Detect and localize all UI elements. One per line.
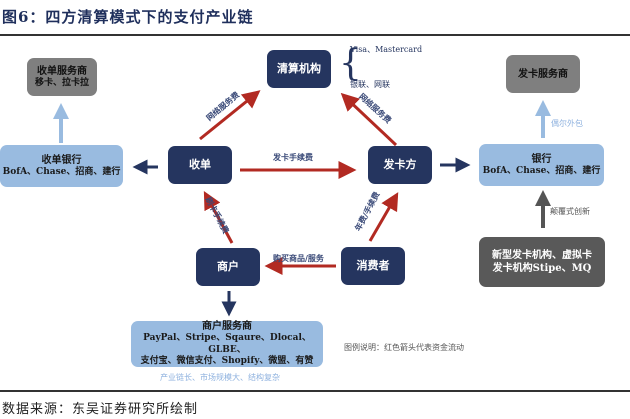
- arrow-acquirer-to-clearing: [199, 90, 261, 141]
- bank-node: 银行 BofA、Chase、招商、建行: [479, 144, 604, 186]
- acquiring-bank-node: 收单银行 BofA、Chase、招商、建行: [0, 145, 123, 187]
- clearing-org-visa: Visa、Mastercard: [350, 45, 423, 54]
- acquirer-label: 收单: [189, 157, 211, 171]
- label-disruptive: 颠覆式创新: [550, 207, 590, 216]
- acquiring-bank-title: 收单银行: [41, 154, 82, 166]
- bank-subtitle: BofA、Chase、招商、建行: [482, 165, 601, 176]
- issuer-node: 发卡方: [368, 146, 432, 184]
- label-acquirer-to-issuer: 发卡手续费: [273, 152, 313, 162]
- new-issuers-node: 新型发卡机构、虚拟卡 发卡机构Stipe、MQ: [479, 237, 605, 287]
- acquiring-service-provider-subtitle: 移卡、拉卡拉: [34, 77, 89, 88]
- label-consumer-to-merchant: 购买商品/服务: [273, 253, 324, 263]
- figure-title: 图6：四方清算模式下的支付产业链: [2, 8, 254, 26]
- merchant-service-provider-line2: 支付宝、微信支付、Shopify、微盟、有赞: [140, 356, 314, 367]
- new-issuers-line1: 新型发卡机构、虚拟卡: [492, 250, 592, 261]
- clearing-org-unionpay: 银联、网联: [350, 80, 390, 89]
- top-rule: [0, 34, 630, 36]
- issuer-label: 发卡方: [383, 157, 417, 171]
- merchant-service-provider-node: 商户服务商 PayPal、Stripe、Sqaure、Dlocal、GLBE、 …: [131, 321, 323, 367]
- legend-note: 图例说明：红色箭头代表资金流动: [344, 343, 464, 352]
- arrow-merchant-to-acquirer: [203, 191, 234, 244]
- source-note: 数据来源：东吴证券研究所绘制: [2, 402, 199, 417]
- merchant-service-provider-line1: PayPal、Stripe、Sqaure、Dlocal、GLBE、: [143, 332, 311, 355]
- acquiring-service-provider-title: 收单服务商: [37, 65, 87, 77]
- arrow-issuer-to-clearing: [340, 92, 398, 147]
- merchant-label: 商户: [217, 259, 239, 273]
- consumer-node: 消费者: [341, 247, 405, 285]
- label-outsourcing: 偶尔外包: [551, 119, 583, 128]
- bank-title: 银行: [531, 153, 552, 165]
- acquirer-node: 收单: [168, 146, 232, 184]
- acquiring-service-provider-node: 收单服务商 移卡、拉卡拉: [27, 58, 97, 96]
- brace-icon: {: [339, 43, 362, 84]
- acquiring-bank-subtitle: BofA、Chase、招商、建行: [2, 166, 121, 177]
- new-issuers-line2: 发卡机构Stipe、MQ: [492, 263, 592, 274]
- issuing-service-provider-node: 发卡服务商: [506, 55, 580, 93]
- merchant-node: 商户: [196, 248, 260, 286]
- arrow-consumer-to-issuer: [368, 192, 399, 242]
- bottom-rule: [0, 390, 630, 392]
- footer-note: 产业链长、市场规模大、结构复杂: [160, 373, 280, 382]
- merchant-service-provider-title: 商户服务商: [202, 320, 252, 332]
- issuing-service-provider-title: 发卡服务商: [518, 68, 568, 80]
- consumer-label: 消费者: [356, 258, 390, 272]
- clearing-label: 清算机构: [277, 61, 321, 75]
- clearing-node: 清算机构: [267, 50, 331, 88]
